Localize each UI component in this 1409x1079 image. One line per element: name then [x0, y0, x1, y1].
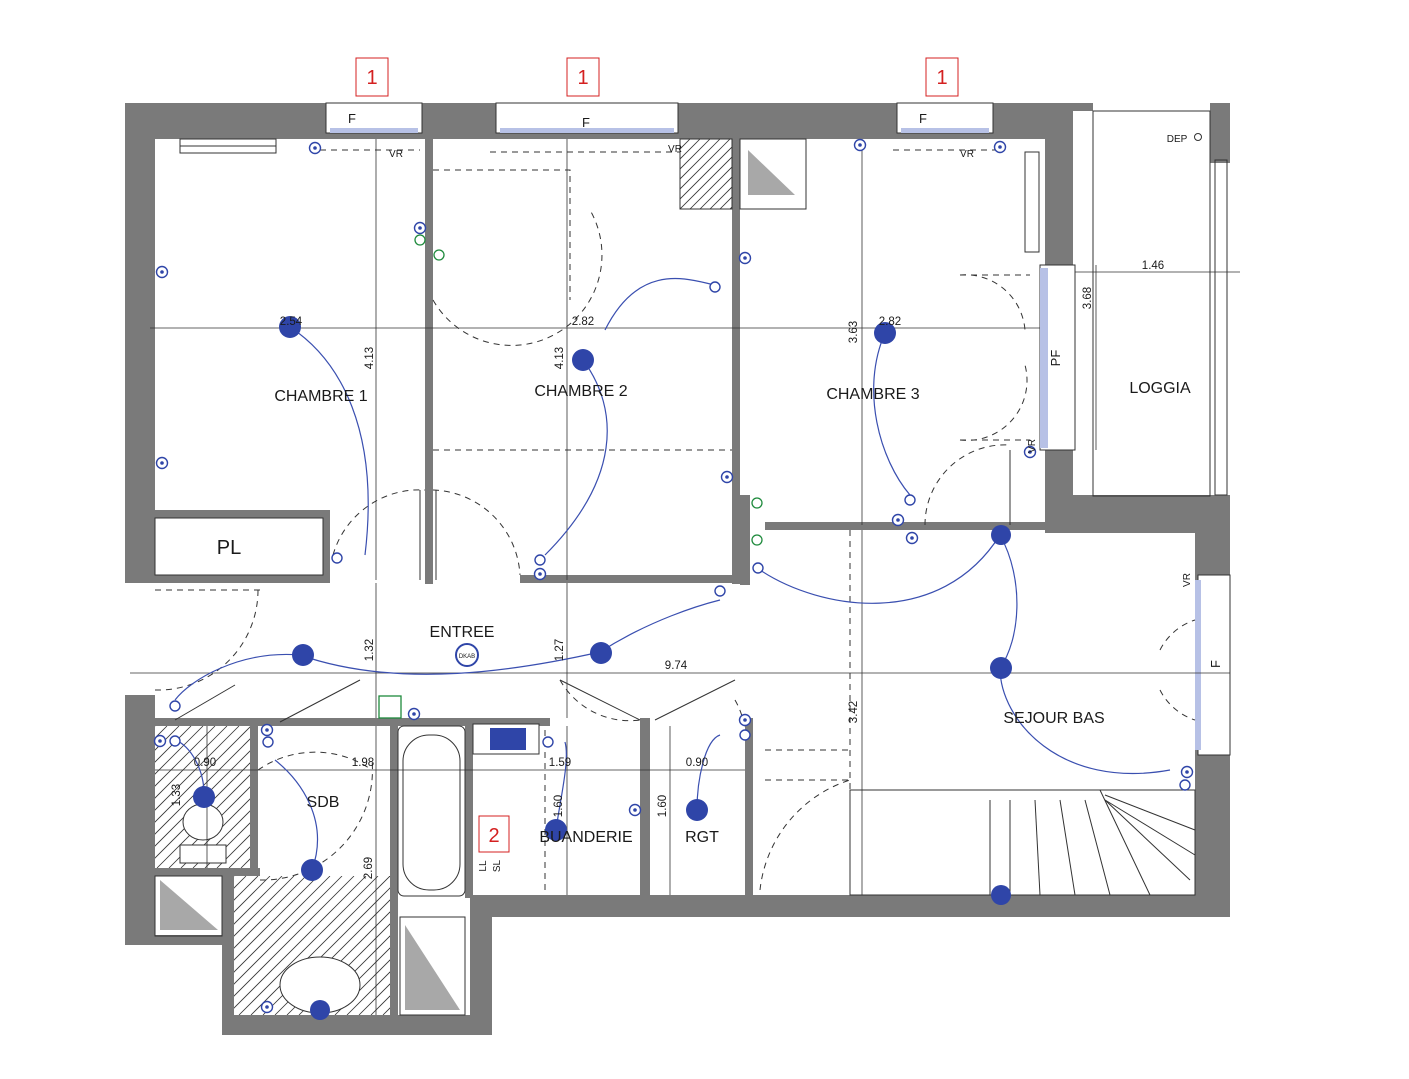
- dim-wc-width: 0.90: [194, 757, 216, 769]
- electrical-panel-icon: [455, 643, 540, 755]
- outlet-icon-center: [1028, 450, 1032, 454]
- switch-symbols: [169, 281, 1191, 791]
- dim-loggia-depth: 3.68: [1082, 287, 1094, 309]
- window-label-f2: F: [582, 115, 590, 130]
- dim-rgt-width: 0.90: [686, 757, 708, 769]
- vr-label-1: VR: [389, 149, 403, 160]
- outlet-icon-center: [998, 145, 1002, 149]
- marker-1a: 1: [366, 67, 377, 89]
- outlet-icon-center: [633, 808, 637, 812]
- room-entree: ENTREE: [430, 624, 495, 641]
- marker-1b: 1: [577, 67, 588, 89]
- window-label-f1: F: [348, 111, 356, 126]
- room-chambre-3: CHAMBRE 3: [826, 386, 919, 403]
- outlet-icon-center: [265, 1005, 269, 1009]
- room-sdb: SDB: [307, 794, 340, 811]
- room-buanderie: BUANDERIE: [539, 829, 632, 846]
- outlet-icon-center: [910, 536, 914, 540]
- light-points: [193, 316, 1012, 1020]
- marker-1c: 1: [936, 67, 947, 89]
- dim-loggia-width: 1.46: [1142, 260, 1164, 272]
- labels: 1 1 1 2 F F F F VR VR VR VR VR PF DEP CH…: [171, 67, 1223, 879]
- dim-sdb-width: 1.98: [352, 757, 374, 769]
- dim-sdb-depth: 2.69: [363, 857, 375, 879]
- pf-label: PF: [1048, 350, 1063, 367]
- outlet-icon-center: [160, 461, 164, 465]
- dim-sejour-depth: 3.42: [848, 701, 860, 723]
- room-chambre-2: CHAMBRE 2: [534, 383, 627, 400]
- window-label-f3: F: [919, 111, 927, 126]
- room-loggia: LOGGIA: [1129, 380, 1191, 397]
- outlet-icon-center: [265, 728, 269, 732]
- window-label-f4: F: [1208, 660, 1223, 668]
- dim-total: 9.74: [665, 660, 688, 672]
- room-rgt: RGT: [685, 829, 719, 846]
- dim-c1-width: 2.54: [280, 316, 303, 328]
- outlet-icon-center: [418, 226, 422, 230]
- marker-2: 2: [488, 825, 499, 847]
- room-sejour-bas: SEJOUR BAS: [1003, 710, 1104, 727]
- dep-label: DEP: [1167, 134, 1188, 145]
- room-pl: PL: [217, 537, 241, 559]
- dim-c3-depth: 3.63: [848, 321, 860, 343]
- red-markers: [355, 57, 959, 853]
- dim-c1-depth: 4.13: [364, 347, 376, 369]
- dkab-label: DKAB: [459, 654, 475, 660]
- dim-c2-width: 2.82: [572, 316, 594, 328]
- vr-label-3: VR: [960, 149, 974, 160]
- outlet-icon-center: [412, 712, 416, 716]
- outlet-icon-center: [743, 718, 747, 722]
- dashed-elements: [154, 149, 1196, 891]
- dim-c2-depth: 4.13: [554, 347, 566, 369]
- dim-entree-b: 1.27: [554, 639, 566, 661]
- vr-label-5: VR: [1182, 573, 1193, 587]
- vr-label-2: VR: [668, 144, 682, 155]
- outlet-icon-center: [160, 270, 164, 274]
- sl-label: SL: [492, 859, 503, 872]
- dim-entree-a: 1.32: [364, 639, 376, 661]
- outlet-icon-center: [725, 475, 729, 479]
- vr-label-4: VR: [1027, 439, 1038, 453]
- outlet-icon-center: [743, 256, 747, 260]
- outlet-icon-center: [158, 739, 162, 743]
- outlet-icon-center: [858, 143, 862, 147]
- dim-rgt-depth: 1.60: [657, 795, 669, 817]
- outlet-icon-center: [1185, 770, 1189, 774]
- outlet-symbols: [153, 138, 1194, 1014]
- outlet-icon-center: [538, 572, 542, 576]
- dim-wc-depth: 1.33: [171, 784, 183, 806]
- ll-label: LL: [478, 860, 489, 872]
- dim-c3-width: 2.82: [879, 316, 901, 328]
- dim-buand-depth: 1.60: [553, 795, 565, 817]
- dim-buand-width: 1.59: [549, 757, 571, 769]
- windows: [154, 102, 1231, 1016]
- outlet-icon-center: [896, 518, 900, 522]
- fixtures: [154, 110, 1211, 1014]
- room-chambre-1: CHAMBRE 1: [274, 388, 367, 405]
- outlet-icon-center: [313, 146, 317, 150]
- walls: [125, 103, 1230, 1035]
- green-outlets: [378, 234, 763, 719]
